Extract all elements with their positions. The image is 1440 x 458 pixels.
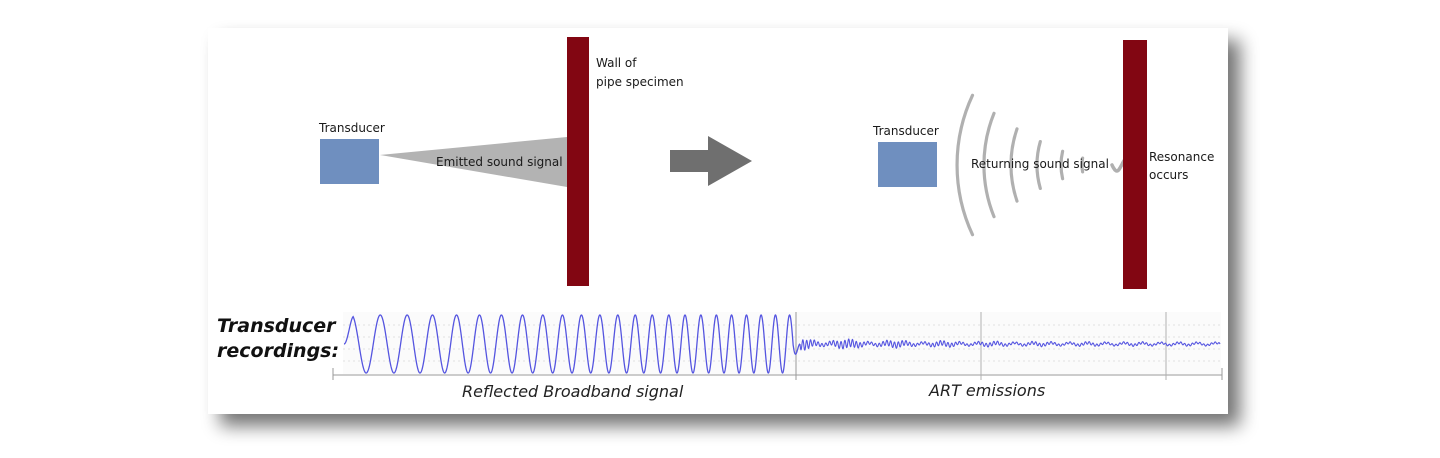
transducer-right-label: Transducer bbox=[872, 124, 939, 138]
wall-label-line2: pipe specimen bbox=[596, 75, 684, 89]
emitted-beam-shape bbox=[380, 137, 567, 187]
right-arrow-icon bbox=[670, 136, 752, 186]
resonance-label-line2: occurs bbox=[1149, 168, 1188, 182]
recordings-title-line2: recordings: bbox=[217, 340, 339, 362]
art-emissions-label: ART emissions bbox=[928, 381, 1045, 400]
recordings-title-line1: Transducer bbox=[217, 315, 337, 337]
returning-signal-label: Returning sound signal bbox=[971, 157, 1109, 171]
returning-wavefront-arc bbox=[1059, 149, 1065, 181]
recordings-strip: Transducer recordings: Reflected Broadba… bbox=[217, 312, 1223, 401]
recordings-grid bbox=[343, 324, 1221, 362]
wall-label-line1: Wall of bbox=[596, 56, 637, 70]
emission-panel: Transducer Emitted sound signal Wall of … bbox=[318, 37, 684, 286]
reflected-broadband-waveform bbox=[343, 314, 801, 374]
transducer-right bbox=[878, 142, 937, 187]
returning-wavefront-arc bbox=[1080, 156, 1085, 174]
returning-wavefront-arc bbox=[982, 111, 996, 219]
returning-wavefront-arc bbox=[1009, 127, 1019, 203]
art-emissions-waveform bbox=[799, 338, 1221, 351]
pipe-wall-left bbox=[567, 37, 589, 286]
resonance-label-line1: Resonance bbox=[1149, 150, 1214, 164]
returning-wavefront-arc bbox=[1035, 140, 1042, 190]
returning-wavefront-arc bbox=[955, 93, 975, 237]
pipe-wall-right bbox=[1123, 40, 1147, 289]
resonance-panel: Transducer Returning sound signal Resona… bbox=[872, 40, 1214, 289]
reflected-signal-label: Reflected Broadband signal bbox=[462, 382, 684, 401]
emitted-signal-label: Emitted sound signal bbox=[436, 155, 563, 169]
recordings-plot-area bbox=[343, 312, 1221, 374]
transducer-left bbox=[320, 139, 379, 184]
returning-wavefronts bbox=[955, 93, 1085, 237]
transducer-left-label: Transducer bbox=[318, 121, 385, 135]
